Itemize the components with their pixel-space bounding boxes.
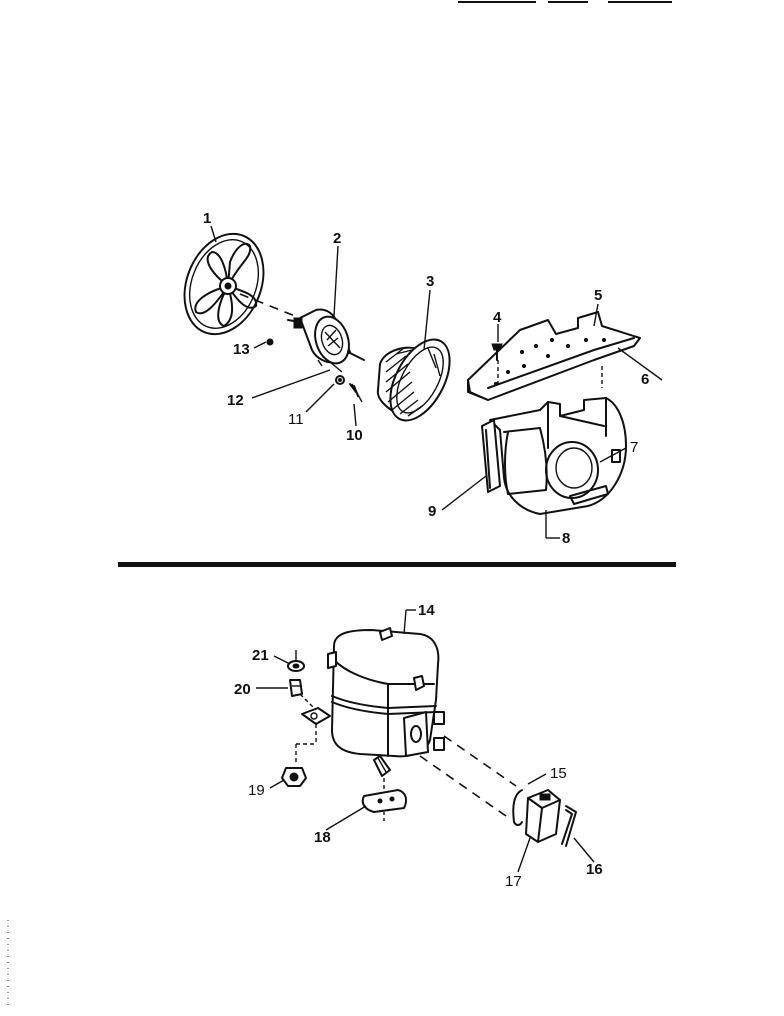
washer-nut [287,650,305,672]
label-part-17: 17 [505,873,522,890]
label-part-18: 18 [314,829,331,846]
fan-blade [183,232,265,336]
relay-clip [512,789,523,826]
mounting-bracket [467,311,641,401]
label-part-4: 4 [493,309,502,326]
fan-motor [287,308,365,367]
relay-overload [525,789,561,843]
label-part-21: 21 [252,647,269,664]
label-part-6: 6 [641,371,649,388]
label-part-2: 2 [333,230,341,247]
label-part-10: 10 [346,427,363,444]
nut [281,767,307,787]
grommet [289,679,317,711]
label-part-7: 7 [630,439,638,456]
label-part-11: 11 [288,411,304,428]
leader-lines [210,225,663,873]
label-part-9: 9 [428,503,436,520]
label-part-5: 5 [594,287,602,304]
label-part-19: 19 [248,782,265,799]
hardware-small [266,338,363,403]
blower-housing [481,397,627,515]
label-part-20: 20 [234,681,251,698]
wire-clip [561,805,577,847]
label-part-8: 8 [562,530,570,547]
label-part-15: 15 [550,765,567,782]
compressor [295,627,445,777]
base-clip [361,778,407,824]
label-part-12: 12 [227,392,244,409]
label-part-13: 13 [233,341,250,358]
part-labels: 1 2 3 4 5 6 7 8 9 10 11 12 13 14 15 16 1… [203,210,649,890]
section-divider [118,562,676,567]
blower-wheel [376,338,451,422]
label-part-16: 16 [586,861,603,878]
label-part-1: 1 [203,210,211,227]
label-part-14: 14 [418,602,435,619]
screw [491,343,503,361]
label-part-3: 3 [426,273,434,290]
